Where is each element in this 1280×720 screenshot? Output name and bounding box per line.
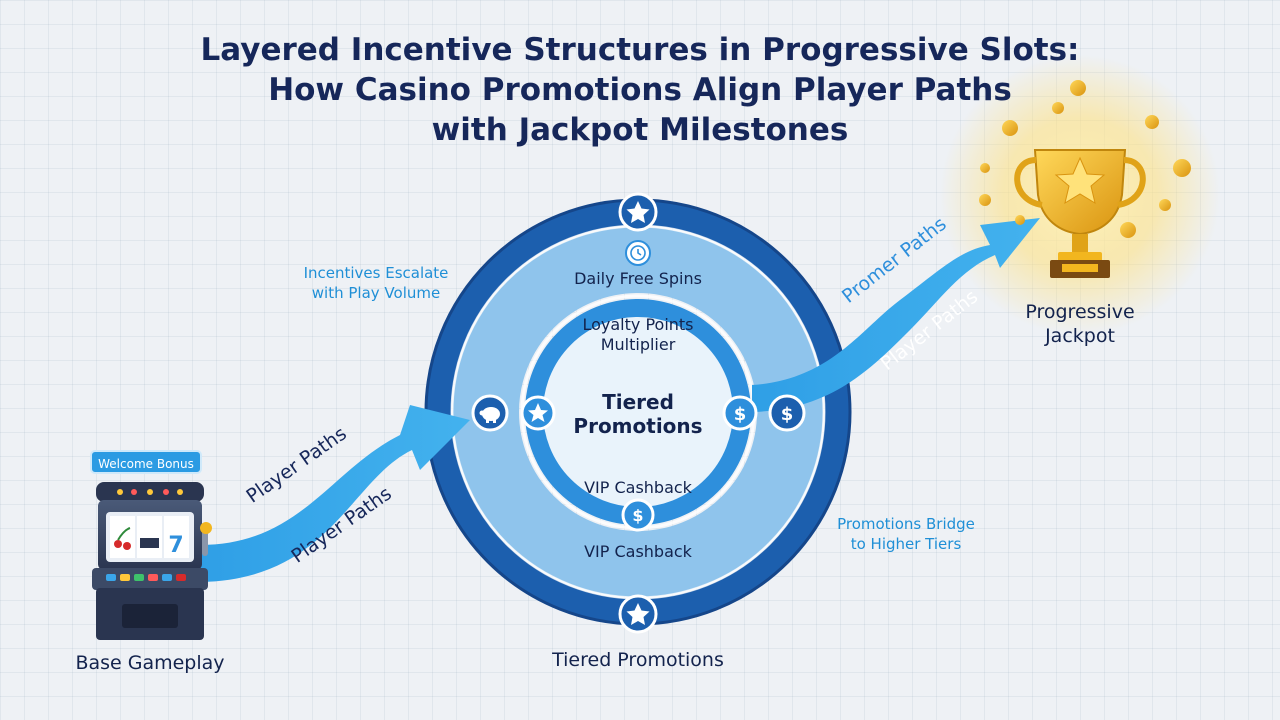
incentives-note: Incentives Escalate with Play Volume [286, 263, 466, 303]
coin-icons [979, 80, 1191, 238]
clock-icon [625, 240, 651, 266]
trophy-icon [1014, 149, 1146, 278]
loyalty-points-line-1: Loyalty Points [582, 315, 694, 334]
piggy-bank-icon [471, 394, 509, 432]
dollar-icon: $ [722, 395, 758, 431]
page-title: Layered Incentive Structures in Progress… [140, 30, 1140, 150]
vip-cashback-outer-label: VIP Cashback [584, 542, 692, 561]
bridge-note-line-1: Promotions Bridge [837, 515, 975, 533]
dollar-icon: $ [768, 394, 806, 432]
svg-text:$: $ [734, 404, 747, 425]
dollar-icon: $ [621, 498, 655, 532]
incentives-note-line-2: with Play Volume [311, 284, 441, 302]
title-line-1: Layered Incentive Structures in Progress… [200, 32, 1080, 68]
center-label-line-2: Promotions [573, 414, 703, 438]
bridge-note-line-2: to Higher Tiers [850, 535, 962, 553]
welcome-bonus-badge: Welcome Bonus [90, 450, 202, 474]
progressive-jackpot-line-2: Jackpot [1045, 325, 1115, 347]
center-label: Tiered Promotions [538, 390, 738, 438]
star-icon [618, 192, 658, 232]
bridge-note: Promotions Bridge to Higher Tiers [816, 514, 996, 554]
svg-text:7: 7 [168, 533, 183, 558]
progressive-jackpot-label: Progressive Jackpot [990, 300, 1170, 348]
center-label-line-1: Tiered [602, 390, 674, 414]
daily-free-spins-label: Daily Free Spins [574, 269, 702, 288]
title-line-3: with Jackpot Milestones [431, 112, 849, 148]
right-arrow [752, 218, 1040, 412]
svg-text:$: $ [632, 506, 643, 525]
slot-machine: 7 [92, 482, 212, 640]
base-gameplay-label: Base Gameplay [75, 652, 225, 674]
svg-text:$: $ [781, 404, 794, 425]
loyalty-points-label: Loyalty Points Multiplier [538, 315, 738, 355]
star-icon [520, 395, 556, 431]
progressive-jackpot-line-1: Progressive [1025, 301, 1135, 323]
title-line-2: How Casino Promotions Align Player Paths [268, 72, 1012, 108]
incentives-note-line-1: Incentives Escalate [303, 264, 449, 282]
tiered-promotions-bottom-label: Tiered Promotions [552, 649, 724, 671]
left-arrow [200, 405, 470, 582]
vip-cashback-inner-label: VIP Cashback [584, 478, 692, 497]
star-icon [618, 594, 658, 634]
loyalty-points-line-2: Multiplier [600, 335, 676, 354]
